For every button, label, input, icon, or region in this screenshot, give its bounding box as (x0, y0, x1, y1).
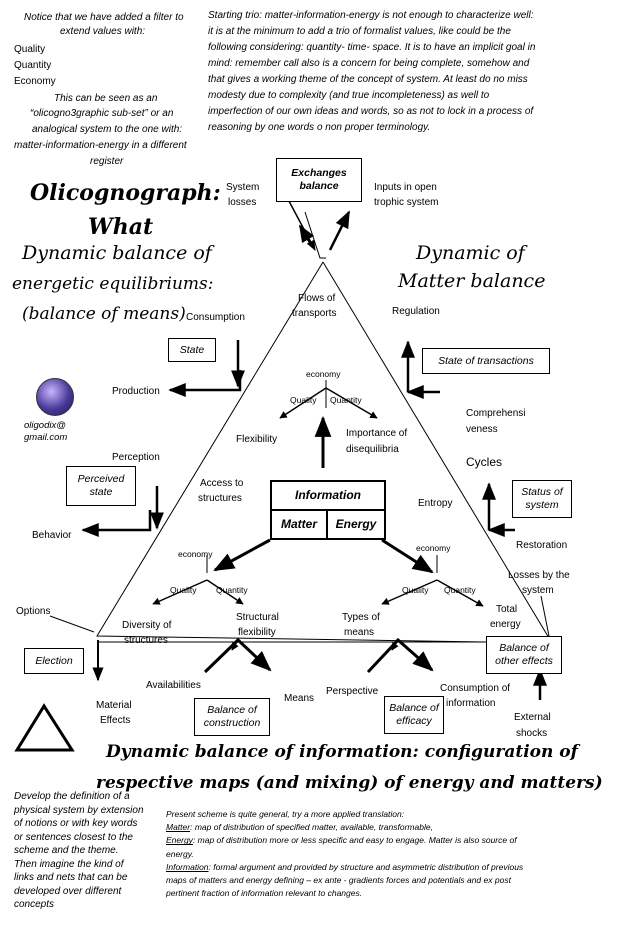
label-importance-2: disequilibria (346, 444, 399, 455)
intro-left-line6: matter-information-energy in a different (14, 140, 187, 151)
heading-left-1: Dynamic balance of (22, 242, 212, 264)
election-box: Election (24, 648, 84, 674)
label-inputs-2: trophic system (374, 197, 439, 208)
label-cycles: Cycles (466, 455, 503, 469)
title-line2: What (88, 214, 154, 240)
center-box: Information Matter Energy (270, 480, 386, 540)
label-economy-right: economy (416, 543, 451, 553)
label-types-2: means (344, 627, 375, 638)
intro-left-line7: register (90, 156, 124, 167)
bottom-left-text: Develop the definition of a physical sys… (14, 791, 144, 910)
globe-avatar-icon (36, 378, 74, 416)
intro-right-text: Starting trio: matter-information-energy… (208, 10, 536, 133)
label-structural-2: flexibility (238, 627, 276, 638)
label-diversity-2: structures (124, 635, 168, 646)
intro-left-line4: “olicogno3graphic sub-set” or an (30, 108, 174, 119)
label-material-effects-1: Material (96, 700, 132, 711)
label-total-energy-2: energy (490, 619, 521, 630)
label-flows-1: Flows of (298, 293, 336, 304)
label-system-losses-1: System (226, 182, 260, 193)
label-perception: Perception (112, 452, 160, 463)
label-inputs-1: Inputs in open (374, 182, 437, 193)
email-line2: gmail.com (24, 432, 68, 443)
label-consumption-info-2: information (446, 698, 496, 709)
label-consumption-info-1: Consumption of (440, 683, 511, 694)
intro-list-quantity: Quantity (14, 60, 52, 71)
heading-left-2: energetic equilibriums: (12, 274, 214, 294)
label-flexibility: Flexibility (236, 434, 278, 445)
center-information: Information (272, 482, 384, 511)
label-entropy: Entropy (418, 498, 453, 509)
label-restoration: Restoration (516, 540, 568, 551)
label-availabilities: Availabilities (146, 680, 201, 691)
label-quality-top: Quality (290, 395, 317, 405)
main-triangle (96, 261, 553, 644)
label-production: Production (112, 386, 160, 397)
label-diversity-1: Diversity of (122, 620, 172, 631)
label-regulation: Regulation (392, 306, 440, 317)
heading-bottom-2: respective maps (and mixing) of energy a… (96, 773, 603, 793)
intro-list-quality: Quality (14, 44, 46, 55)
label-quantity-right: Quantity (444, 585, 476, 595)
label-access-1: Access to (200, 478, 244, 489)
label-consumption: Consumption (186, 312, 245, 323)
label-types-1: Types of (342, 612, 380, 623)
label-comprehensiveness-1: Comprehensi (466, 408, 526, 419)
intro-left-line3: This can be seen as an (54, 93, 158, 104)
label-quantity-top: Quantity (330, 395, 362, 405)
label-quantity-left: Quantity (216, 585, 248, 595)
label-external-shocks-2: shocks (516, 728, 548, 739)
label-system-losses-2: losses (228, 197, 257, 208)
state-box: State (168, 338, 216, 362)
label-material-effects-2: Effects (100, 715, 131, 726)
label-economy-top: economy (306, 369, 341, 379)
state-transactions-box: State of transactions (422, 348, 550, 374)
label-structural-1: Structural (236, 612, 279, 623)
label-options: Options (16, 606, 51, 617)
label-quality-right: Quality (402, 585, 429, 595)
intro-left-line2: extend values with: (60, 26, 146, 37)
label-behavior: Behavior (32, 530, 72, 541)
bottom-right-text: Present scheme is quite general, try a m… (166, 809, 524, 899)
heading-right-1: Dynamic of (416, 242, 525, 264)
label-economy-left: economy (178, 549, 213, 559)
label-means: Means (284, 693, 315, 704)
intro-left-line1: Notice that we have added a filter to (24, 12, 184, 23)
triangle-icon (14, 703, 75, 752)
intro-list-economy: Economy (14, 76, 56, 87)
label-comprehensiveness-2: veness (466, 424, 498, 435)
label-importance-1: Importance of (346, 428, 408, 439)
label-perspective: Perspective (326, 686, 379, 697)
label-losses-by-1: Losses by the (508, 570, 570, 581)
heading-left-3: (balance of means) (22, 304, 186, 324)
heading-bottom-1: Dynamic balance of information: configur… (106, 742, 578, 762)
label-flows-2: transports (292, 308, 337, 319)
title-line1: Olicognograph: (30, 180, 221, 206)
email-line1: oligodix@ (24, 420, 66, 431)
intro-left-line5: analogical system to the one with: (32, 124, 183, 135)
center-matter: Matter (272, 511, 328, 538)
center-energy: Energy (335, 517, 377, 531)
label-total-energy-1: Total (496, 604, 518, 615)
label-access-2: structures (198, 493, 242, 504)
label-external-shocks-1: External (514, 712, 551, 723)
label-losses-by-2: system (522, 585, 554, 596)
heading-right-2: Matter balance (398, 270, 546, 292)
label-quality-left: Quality (170, 585, 197, 595)
